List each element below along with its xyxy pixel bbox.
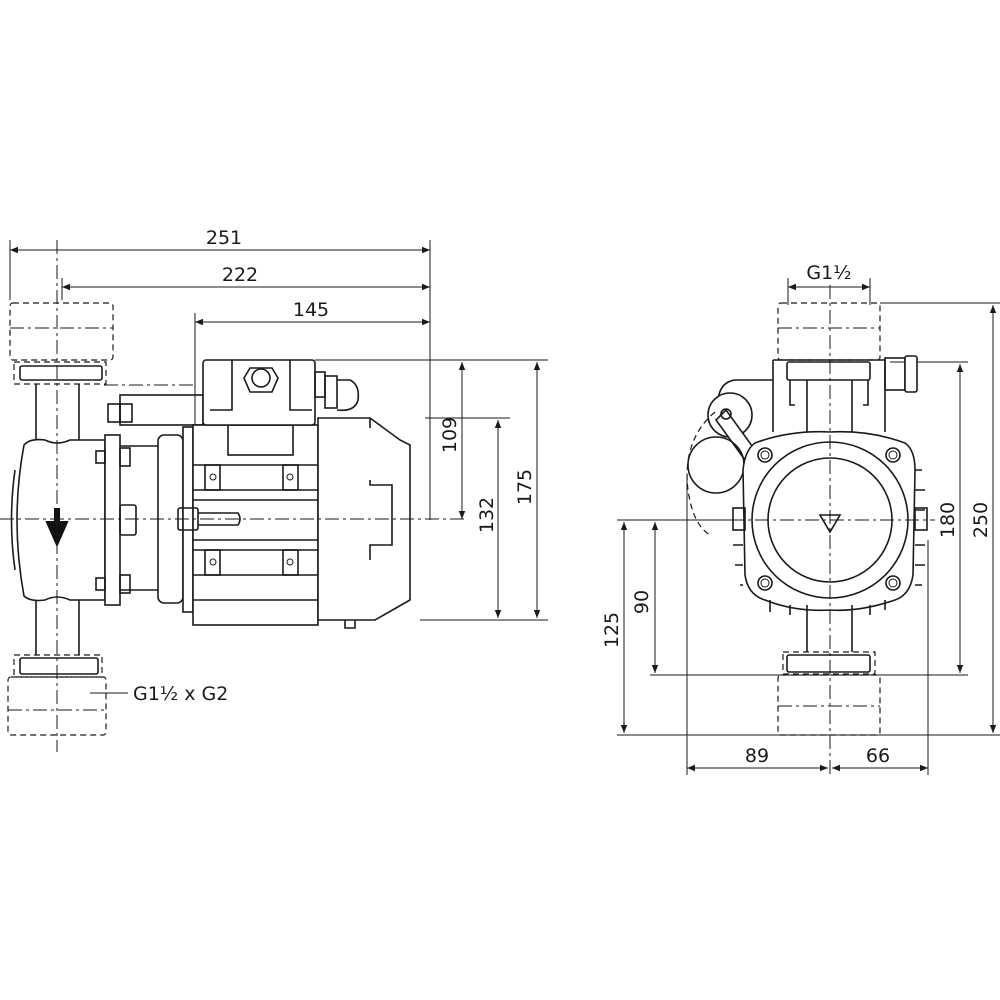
cable-gland <box>904 355 918 393</box>
cable-entry <box>251 368 271 388</box>
bolt-icons <box>757 447 901 591</box>
dim-125-label: 125 <box>601 612 623 648</box>
top-union-nut <box>19 365 103 381</box>
front-top-fitting <box>777 302 881 361</box>
dim-132-label: 132 <box>476 497 498 533</box>
dim-109-label: 109 <box>439 417 461 453</box>
front-view: G1½ 250 180 125 90 89 66 <box>601 262 1000 778</box>
dim-66-label: 66 <box>866 745 890 767</box>
dim-222-label: 222 <box>222 264 258 286</box>
top-fitting <box>9 302 114 361</box>
front-bottom-fitting <box>777 674 881 736</box>
dim-145-label: 145 <box>293 299 329 321</box>
dim-89-label: 89 <box>745 745 769 767</box>
dim-175-label: 175 <box>514 469 536 505</box>
pump-housing <box>16 438 106 602</box>
dim-180-label: 180 <box>937 502 959 538</box>
dim-250-label: 250 <box>970 502 992 538</box>
connection-thread-label: G1½ x G2 <box>133 683 228 705</box>
housing-flange <box>104 434 121 606</box>
bottom-union-nut <box>19 657 99 675</box>
dim-90-label: 90 <box>631 590 653 614</box>
dim-251-label: 251 <box>206 227 242 249</box>
dim-thread-label: G1½ <box>806 262 851 284</box>
side-view: 251 222 145 109 132 175 <box>0 227 548 752</box>
